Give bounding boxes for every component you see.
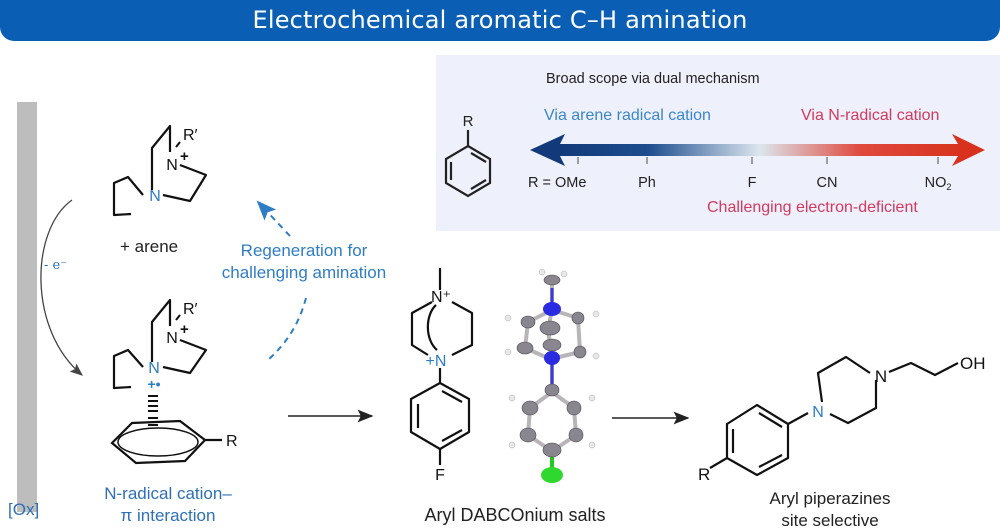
page-title: Electrochemical aromatic C–H amination: [252, 6, 748, 34]
substituent-label-ome: R = OMe: [528, 175, 586, 191]
intermediate-R-prime: R′: [183, 301, 198, 318]
arene-radical-cation-label: Via arene radical cation: [544, 107, 711, 124]
intermediate-N: N: [148, 360, 160, 377]
dabco-plus-charge: +: [180, 148, 189, 165]
regeneration-arrow: [256, 200, 291, 237]
substituent-label-ph: Ph: [638, 175, 656, 191]
plus-arene-label: + arene: [120, 237, 179, 256]
n-radical-intermediate: [112, 298, 208, 390]
dabco-N-plus: N: [166, 157, 178, 174]
substituent-label-no2: NO2: [925, 175, 952, 192]
svg-text:+: +: [180, 321, 189, 338]
dabconium-N-bottom: +N: [426, 353, 447, 370]
piperazine-caption-line-2: site selective: [781, 511, 879, 530]
scope-benzene: [444, 130, 492, 198]
dabconium-N-top: N⁺: [431, 289, 451, 306]
electrode-bar: [17, 102, 37, 512]
scale-ticks: R = OMe Ph F CN NO2: [528, 157, 951, 192]
regeneration-line-2: challenging amination: [221, 263, 387, 282]
regeneration-label: Regeneration for challenging amination: [206, 240, 402, 284]
intermediate-arene-R: R: [226, 433, 238, 450]
intermediate-caption: N-radical cation– π interaction: [84, 483, 252, 527]
hydroxyl-OH: OH: [960, 354, 986, 373]
dabco-reagent-structure: [112, 124, 208, 217]
intermediate-caption-line-1: N-radical cation–: [104, 484, 232, 503]
piperazine-N-aryl: N: [812, 404, 824, 421]
oxidant-label: [Ox]: [8, 500, 40, 519]
piperazine-N-alkyl: N: [875, 367, 887, 386]
header-banner: [0, 0, 1000, 41]
pi-interaction-dashes: [148, 395, 158, 426]
regeneration-arc: [267, 297, 307, 361]
dabconium-structure: [409, 268, 474, 465]
perspective-arene: [110, 419, 222, 465]
dabconium-caption: Aryl DABCOnium salts: [424, 505, 606, 525]
n-radical-cation-label: Via N-radical cation: [801, 107, 940, 124]
aryl-piperazine-structure: [709, 355, 959, 477]
piperazine-caption-line-1: Aryl piperazines: [769, 489, 891, 508]
electronic-scale-arrow: [530, 134, 985, 166]
substituent-label-cn: CN: [817, 175, 838, 191]
radical-cation-symbol: +•: [147, 376, 160, 392]
piperazine-aryl-R: R: [698, 465, 710, 484]
electron-loss-label: - e⁻: [44, 258, 68, 273]
oxidation-arrow: [40, 199, 83, 376]
dabco-R-prime: R′: [183, 127, 198, 144]
dabconium-F: F: [435, 467, 445, 484]
piperazine-caption: Aryl piperazines site selective: [730, 488, 930, 532]
scope-arene-R: R: [463, 113, 474, 130]
regeneration-line-1: Regeneration for: [240, 241, 368, 260]
scope-panel: [436, 55, 1000, 231]
substituent-label-f: F: [748, 175, 757, 191]
intermediate-N-plus: N: [166, 330, 178, 347]
scope-title: Broad scope via dual mechanism: [546, 71, 760, 87]
dabco-N: N: [149, 188, 161, 205]
intermediate-caption-line-2: π interaction: [120, 506, 216, 525]
crystal-structure: [504, 268, 600, 483]
challenging-label: Challenging electron-deficient: [707, 199, 918, 216]
